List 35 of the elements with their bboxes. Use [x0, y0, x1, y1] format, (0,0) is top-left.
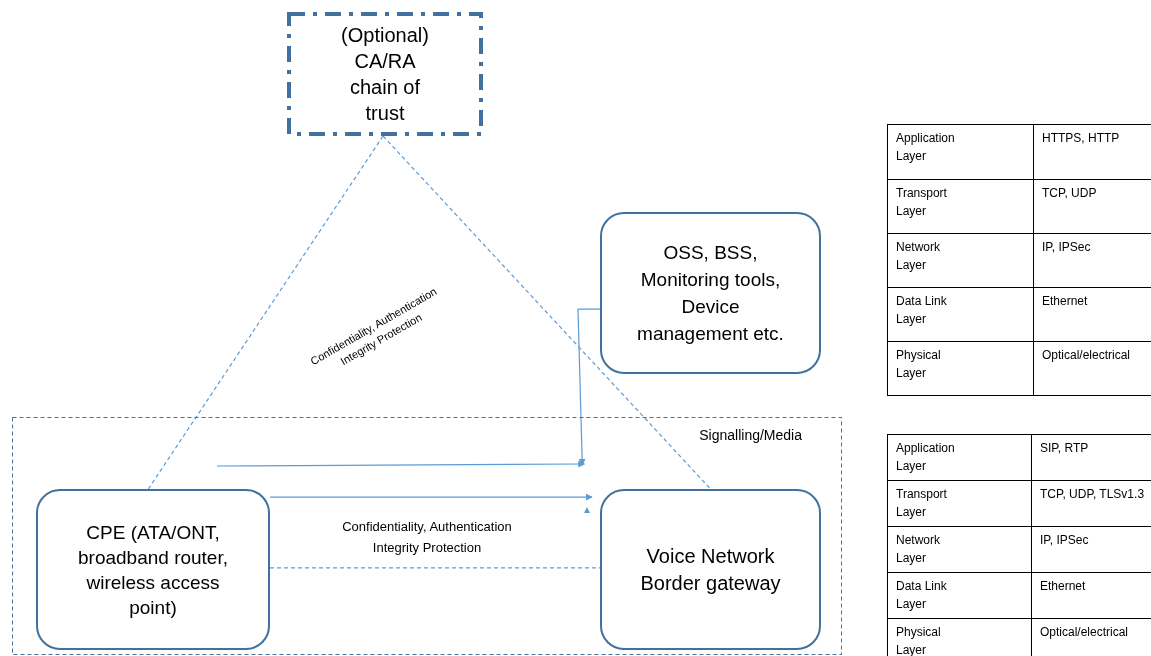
table-cell-text: Ethernet [1039, 578, 1087, 595]
table-cell-text: TCP, UDP, TLSv1.3 [1039, 486, 1146, 503]
dashed-line [269, 567, 601, 569]
table-cell: Transport Layer [888, 481, 1032, 526]
table-cell: Network Layer [888, 234, 1034, 287]
node-text: Voice Network Border gateway [639, 543, 782, 596]
table-cell: Physical Layer [888, 619, 1032, 656]
table-cell: Data Link Layer [888, 573, 1032, 618]
table-cell-text: Optical/electrical [1041, 347, 1132, 364]
table-cell: Transport Layer [888, 180, 1034, 233]
node-text: (Optional) CA/RA chain of trust [340, 23, 430, 126]
arrow [216, 460, 586, 468]
arrow [269, 493, 593, 501]
rounded-box [600, 489, 821, 650]
dashed-line [382, 135, 712, 490]
table-cell: Physical Layer [888, 342, 1034, 395]
table-cell-text: IP, IPSec [1039, 532, 1090, 549]
region-heading: Signalling/Media [699, 426, 802, 445]
arrow [577, 308, 601, 466]
dashed-line [147, 135, 384, 490]
table-cell-text: IP, IPSec [1041, 239, 1092, 256]
table-cell-text: SIP, RTP [1039, 440, 1090, 457]
table-cell-text: HTTPS, HTTP [1041, 130, 1121, 147]
table-cell: Data Link Layer [888, 288, 1034, 341]
dashed-box [287, 12, 483, 136]
table-cell: Application Layer [888, 125, 1034, 179]
table-cell-text: TCP, UDP [1041, 185, 1098, 202]
table-cell: Application Layer [888, 435, 1032, 480]
rounded-box [36, 489, 270, 650]
node-text: CPE (ATA/ONT, broadband router, wireless access point) [77, 520, 229, 620]
table-cell-text: Ethernet [1041, 293, 1089, 310]
table-cell-text: Optical/electrical [1039, 624, 1130, 641]
node-text: OSS, BSS, Monitoring tools, Device management etc. [636, 241, 785, 346]
rounded-box [600, 212, 821, 374]
table-cell: Network Layer [888, 527, 1032, 572]
